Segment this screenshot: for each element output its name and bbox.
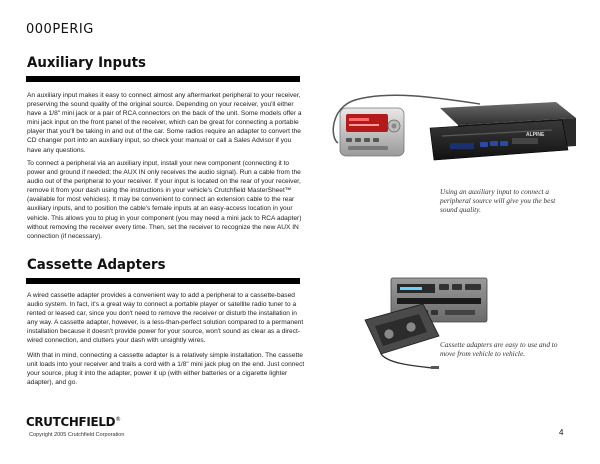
cassette-caption: Cassette adapters are easy to use and to…	[440, 340, 558, 358]
registered-mark: ®	[115, 415, 121, 423]
copyright-notice: Copyright 2005 Crutchfield Corporation	[29, 432, 125, 438]
adapter-cord	[380, 353, 434, 369]
heading-rule	[26, 76, 300, 82]
document-code: 000PERIG	[26, 22, 94, 37]
cassette-paragraph-1: A wired cassette adapter provides a conv…	[27, 292, 304, 345]
crutchfield-logo: CRUTCHFIELD®	[26, 414, 121, 429]
aux-paragraph-2: To connect a peripheral via an auxiliary…	[27, 160, 302, 240]
cassette-slot	[397, 298, 481, 304]
brand-name: CRUTCHFIELD	[26, 414, 116, 429]
mini-jack-plug	[431, 366, 439, 369]
receiver-brand-label: ALPINE	[526, 132, 545, 138]
satellite-radio-display	[346, 114, 388, 132]
cassette-paragraph-2: With that in mind, connecting a cassette…	[27, 352, 305, 387]
aux-caption: Using an auxiliary input to connect a pe…	[440, 187, 556, 214]
aux-cable	[332, 94, 481, 144]
page-number: 4	[559, 428, 564, 437]
aux-input-illustration: ALPINE	[332, 94, 576, 161]
receiver-chassis	[440, 102, 576, 125]
cassette-adapter-illustration	[364, 277, 488, 369]
section-heading-cassette-adapters: Cassette Adapters	[27, 257, 166, 273]
section-heading-auxiliary-inputs: Auxiliary Inputs	[27, 55, 146, 71]
receiver-faceplate	[429, 119, 569, 161]
aux-paragraph-1: An auxiliary input makes it easy to conn…	[27, 92, 302, 154]
heading-rule	[26, 278, 300, 284]
